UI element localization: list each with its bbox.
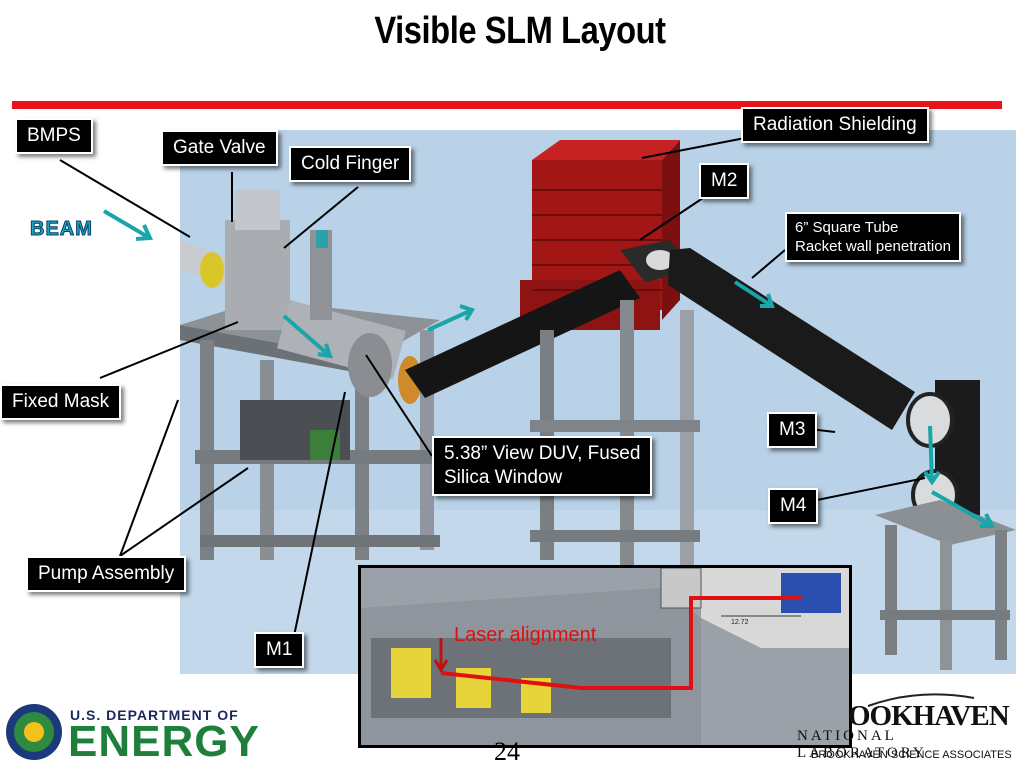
label-bmps: BMPS (15, 118, 93, 154)
page-title: Visible SLM Layout (374, 10, 666, 52)
label-pump-assembly: Pump Assembly (26, 556, 187, 592)
label-m2: M2 (699, 163, 750, 199)
label-cold-finger: Cold Finger (289, 146, 412, 182)
bnl-swoosh-icon (867, 693, 975, 707)
square-tube-line2: Racket wall penetration (795, 238, 951, 255)
laser-path (440, 596, 801, 690)
doe-line1: U.S. DEPARTMENT OF (70, 707, 239, 723)
laser-alignment-label: Laser alignment (454, 624, 597, 646)
label-fixed-mask: Fixed Mask (0, 384, 122, 420)
right-stand (875, 500, 1016, 670)
view-window-line1: 5.38” View DUV, Fused (444, 443, 641, 464)
bnl-associates: BROOKHAVEN SCIENCE ASSOCIATES (811, 749, 1012, 761)
view-window-line2: Silica Window (444, 467, 563, 488)
beam-arrow-icon (102, 209, 154, 241)
label-radiation-shielding: Radiation Shielding (741, 107, 929, 143)
label-m1: M1 (254, 632, 305, 668)
laser-alignment-inset: 12.72 (358, 565, 852, 748)
label-gate-valve: Gate Valve (161, 130, 278, 166)
label-square-tube: 6” Square Tube Racket wall penetration (785, 212, 961, 262)
transport-tube-1 (405, 270, 640, 398)
doe-line2: ENERGY (68, 717, 260, 766)
square-tube-line1: 6” Square Tube (795, 219, 899, 236)
label-view-window: 5.38” View DUV, Fused Silica Window (432, 436, 653, 496)
m2-stand (530, 240, 700, 570)
beam-label: BEAM (30, 218, 93, 241)
page-number: 24 (494, 737, 520, 766)
beam-arrows (282, 280, 996, 528)
floor-plan: 12.72 (361, 568, 849, 745)
inset-dimension: 12.72 (731, 619, 749, 626)
label-m4: M4 (768, 488, 819, 524)
doe-seal-icon (6, 704, 62, 760)
square-tube (668, 248, 915, 430)
vacuum-chamber (180, 190, 422, 404)
bnl-subtitle: NATIONAL LABORATORY (797, 728, 927, 761)
label-m3: M3 (767, 412, 818, 448)
title-rule (12, 101, 1002, 109)
bnl-wordmark: OOKHAVEN (848, 700, 1010, 732)
